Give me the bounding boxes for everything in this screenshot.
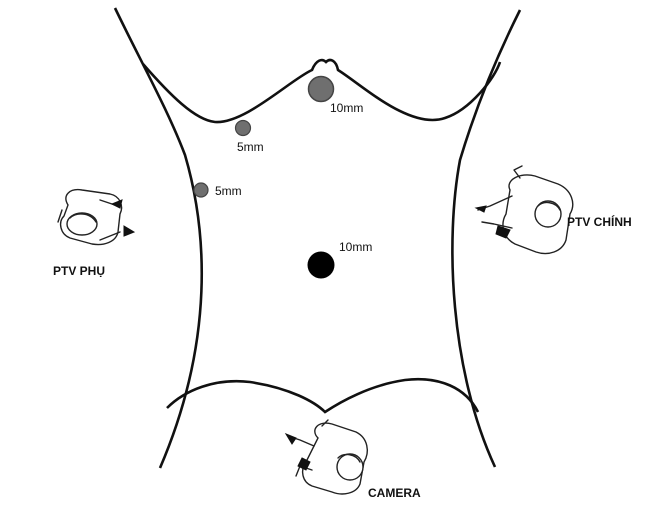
field-outline-left bbox=[115, 8, 202, 468]
port-10mm-center bbox=[308, 252, 335, 279]
port-label-10mm-upper: 10mm bbox=[330, 101, 363, 115]
port-5mm-left bbox=[194, 183, 208, 197]
camera-holder-label: CAMERA bbox=[368, 486, 421, 500]
port-label-5mm-left: 5mm bbox=[215, 184, 242, 198]
port-10mm-upper bbox=[309, 77, 334, 102]
port-5mm-upper bbox=[236, 121, 251, 136]
trocar-ports: 10mm 5mm 5mm 10mm bbox=[194, 77, 372, 279]
field-outline-bottom bbox=[167, 379, 478, 412]
main-surgeon-label: PTV CHÍNH bbox=[567, 214, 632, 229]
assistant-surgeon-label: PTV PHỤ bbox=[53, 264, 105, 278]
camera-holder-figure bbox=[286, 420, 367, 494]
assistant-surgeon-figure bbox=[58, 190, 134, 245]
port-label-5mm-upper: 5mm bbox=[237, 140, 264, 154]
main-surgeon-figure bbox=[476, 166, 573, 254]
port-label-10mm-center: 10mm bbox=[339, 240, 372, 254]
